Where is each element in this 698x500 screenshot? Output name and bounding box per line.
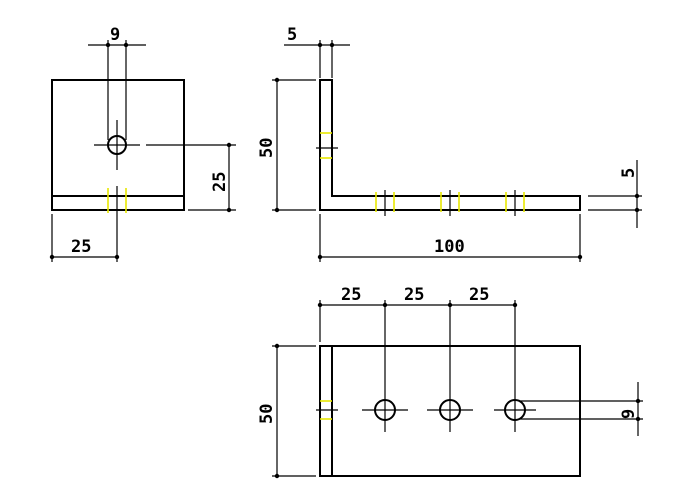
top-dim-height: 50 — [257, 343, 316, 479]
front-dim-hole-offset: 25 — [49, 214, 120, 262]
dim-label-9: 9 — [110, 25, 120, 45]
dim-label-50-side: 50 — [257, 138, 277, 158]
side-view: 5 50 100 5 — [257, 25, 642, 262]
side-dim-length: 100 — [317, 214, 583, 262]
side-l-profile — [319, 79, 581, 211]
dim-label-100: 100 — [434, 237, 465, 257]
dim-label-9-top: 9 — [619, 409, 639, 419]
side-hole-3 — [505, 190, 525, 216]
dim-label-25-c: 25 — [469, 285, 489, 305]
top-hole-2 — [427, 300, 473, 432]
dim-label-25-horizontal: 25 — [71, 237, 91, 257]
dim-label-5-top: 5 — [287, 25, 297, 45]
side-dim-thickness-right: 5 — [588, 160, 642, 228]
top-view: 25 25 25 50 9 — [257, 285, 643, 479]
dim-label-5-right: 5 — [619, 168, 639, 178]
top-dim-spacing: 25 25 25 — [317, 285, 518, 342]
dim-label-50-top: 50 — [257, 404, 277, 424]
front-dim-hole-diameter: 9 — [88, 25, 146, 140]
dim-label-25-b: 25 — [404, 285, 424, 305]
front-dim-hole-height: 25 — [146, 142, 236, 213]
front-view: 9 25 25 — [49, 25, 236, 262]
top-hole-1 — [362, 300, 408, 432]
top-hole-3 — [494, 300, 536, 432]
side-dim-height: 50 — [257, 77, 316, 213]
side-hole-2 — [440, 190, 460, 216]
dim-label-25-vertical: 25 — [210, 172, 230, 192]
top-dim-hole-diameter: 9 — [520, 382, 643, 436]
side-hole-1 — [375, 190, 395, 216]
dim-label-25-a: 25 — [341, 285, 361, 305]
side-dim-thickness-top: 5 — [284, 25, 350, 78]
